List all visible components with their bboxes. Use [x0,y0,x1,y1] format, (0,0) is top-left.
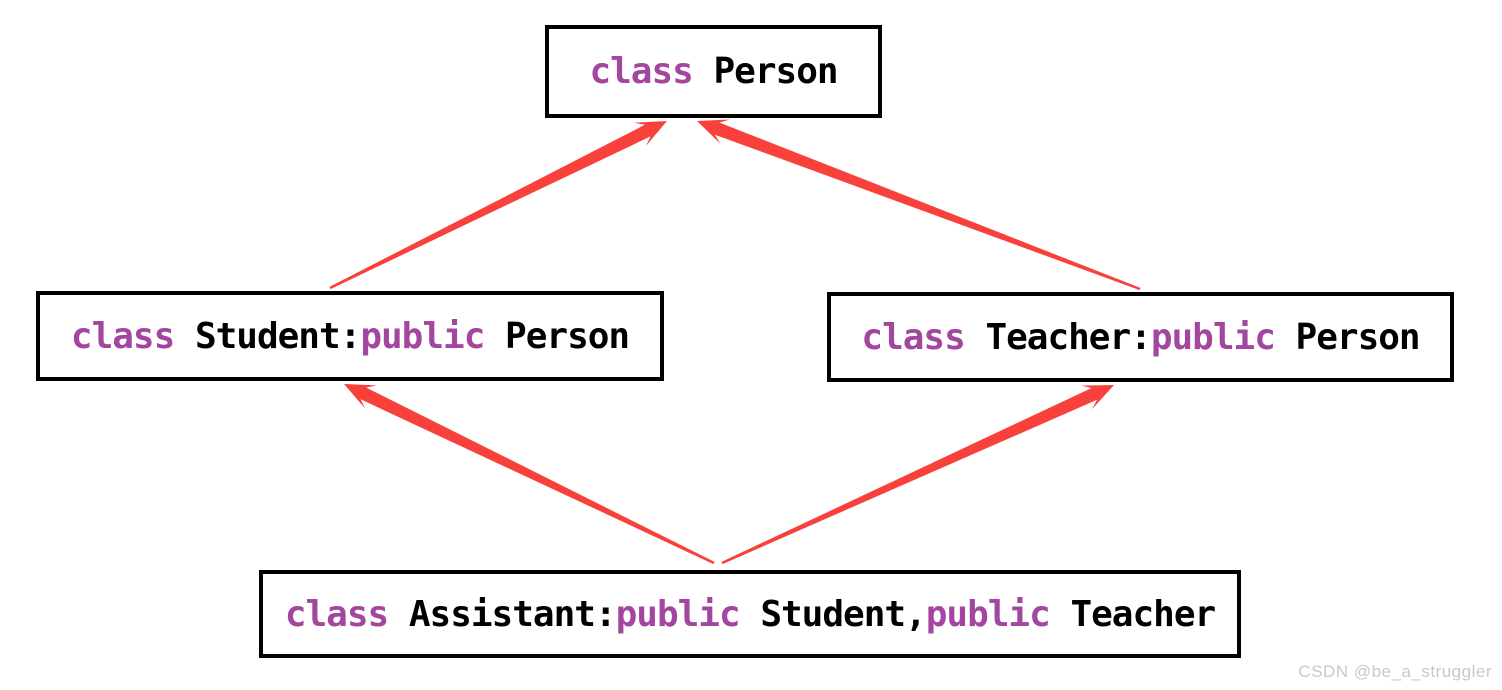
inheritance-arrow-student-to-person [329,121,667,290]
identifier-text: Person [713,51,839,92]
keyword-text: public [1150,316,1276,358]
identifier-text: Teacher [1049,593,1216,635]
identifier-text: Assistant: [408,593,617,635]
identifier-text: Person [484,315,630,357]
class-box-teacher: class Teacher:public Person [827,292,1454,382]
identifier-text: Student, [739,593,926,635]
keyword-text: public [615,593,741,635]
inheritance-arrow-assistant-to-teacher [721,385,1114,565]
keyword-text: class [70,315,195,357]
keyword-text: public [925,593,1051,635]
class-box-assistant: class Assistant:public Student,public Te… [259,570,1241,658]
class-box-person: class Person [545,25,882,118]
identifier-text: Person [1274,316,1421,358]
identifier-text: Student: [194,315,361,357]
keyword-text: public [360,315,485,357]
watermark: CSDN @be_a_struggler [1298,662,1492,681]
identifier-text: Teacher: [985,316,1151,358]
keyword-text: class [284,593,409,635]
keyword-text: class [861,316,986,358]
inheritance-arrow-assistant-to-student [344,384,715,565]
inheritance-arrow-teacher-to-person [697,119,1141,291]
class-box-student: class Student:public Person [36,291,664,381]
keyword-text: class [589,51,714,92]
